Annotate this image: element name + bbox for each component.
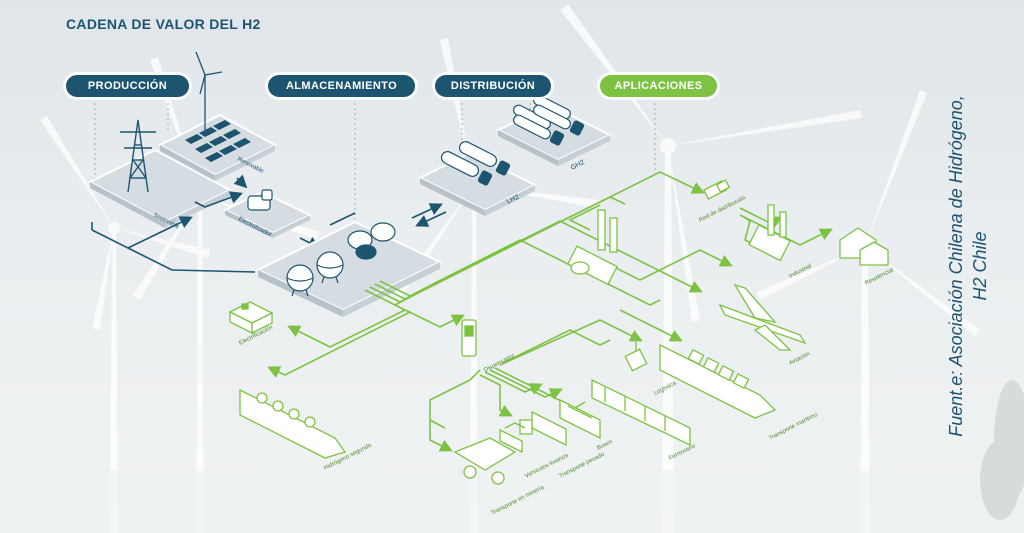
dispenser-icon — [461, 319, 477, 357]
platform-renovable — [157, 113, 278, 181]
stage-aplicaciones: APLICACIONES — [600, 75, 717, 97]
source-line-1: Fuent.e: Asociación Chilena de Hidrógeno… — [946, 95, 966, 437]
label-industrial: Industrial — [788, 263, 812, 279]
label-transporte-mineria: Transporte en minería — [490, 484, 546, 516]
wind-turbine-icon — [195, 51, 223, 130]
train-icon — [591, 378, 691, 447]
logistics-icon — [624, 342, 648, 372]
storage-tanks-icon — [347, 222, 396, 260]
lh2-trucks-icon — [440, 141, 511, 186]
industrial-complex-icon — [566, 209, 618, 286]
distribution-network-icon — [702, 179, 731, 200]
industrial-plant-icon — [748, 204, 792, 262]
light-vehicle-icon — [499, 422, 526, 454]
power-tower-icon — [120, 119, 156, 193]
residential-houses-icon — [839, 227, 889, 266]
mining-truck-icon — [453, 437, 517, 485]
platform-lh2 — [417, 151, 538, 216]
gh2-trucks-icon — [513, 94, 585, 146]
heavy-truck-icon — [519, 410, 567, 447]
stage-produccion: PRODUCCIÓN — [66, 75, 189, 97]
electrolyzer-icon — [247, 189, 273, 211]
source-line-2: H2 Chile — [970, 231, 990, 301]
stage-distribucion: DISTRIBUCIÓN — [435, 75, 551, 97]
cargo-ship-icon — [659, 343, 777, 419]
source-credit: Fuent.e: Asociación Chilena de Hidrógeno… — [938, 16, 998, 516]
bus-icon — [559, 398, 601, 440]
label-transporte-maritimo: Transporte marítimo — [768, 412, 819, 442]
label-red-distribucion: Red de distribución — [698, 195, 746, 224]
platform-sostenible — [87, 148, 233, 228]
tanker-ship-icon — [239, 388, 347, 459]
label-gh2: GH2 — [570, 159, 586, 172]
airplane-icon — [718, 283, 807, 351]
solar-panels-icon — [185, 120, 251, 162]
label-logistica: Logística — [653, 380, 678, 397]
storage-spheres-icon — [286, 251, 344, 297]
electrification-icon — [228, 301, 274, 335]
label-aviacion: Aviación — [788, 351, 811, 367]
diagram-title: CADENA DE VALOR DEL H2 — [66, 16, 261, 32]
label-buses: Buses — [596, 439, 614, 452]
stage-almacenamiento: ALMACENAMIENTO — [268, 75, 415, 97]
label-residencial: Residencial — [864, 267, 894, 286]
label-ferroviario: Ferroviario — [668, 443, 697, 462]
